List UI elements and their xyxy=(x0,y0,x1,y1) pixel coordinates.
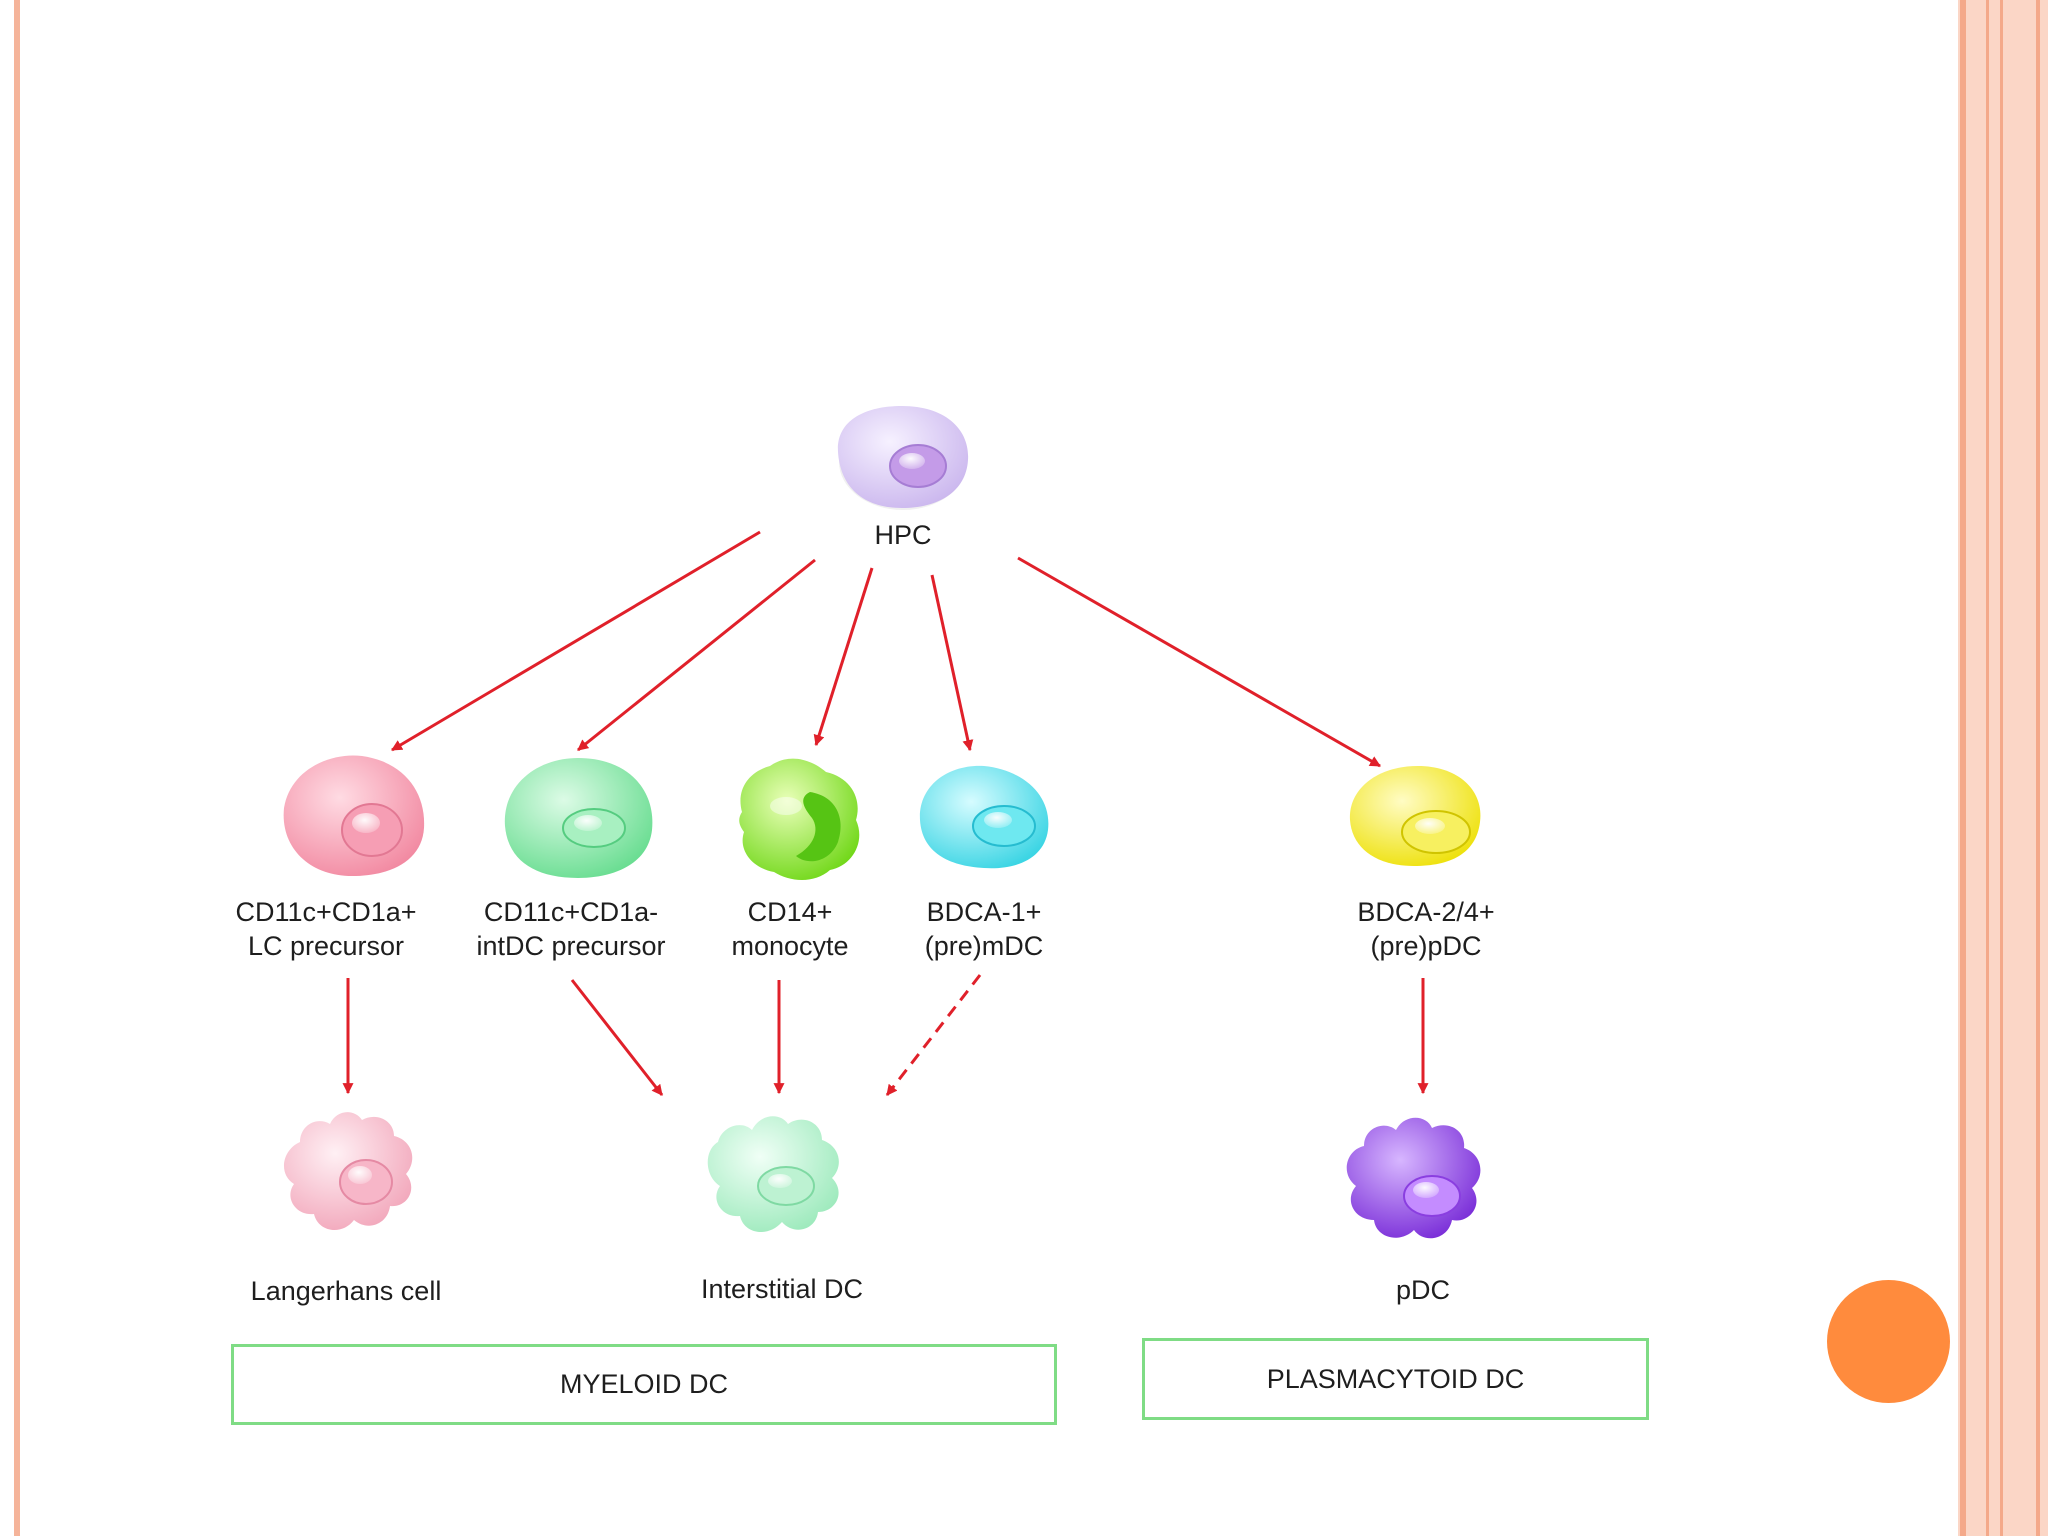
lc-precursor-name: LC precursor xyxy=(247,931,405,961)
arrow-intdc-to-interstitial xyxy=(570,979,664,1096)
right-border-line-4 xyxy=(2036,0,2040,1536)
right-border-band xyxy=(1958,0,2048,1536)
pre-pdc-name: (pre)pDC xyxy=(1370,931,1482,961)
interstitial-dc-cell-icon xyxy=(707,1116,839,1233)
pdc-label: pDC xyxy=(1395,1275,1451,1305)
pre-mdc-label: BDCA-1+ (pre)mDC xyxy=(925,895,1044,963)
arrow-hpc-to-lc-precursor xyxy=(391,530,761,752)
pre-pdc-cell-icon xyxy=(1349,766,1481,866)
arrows-from-hpc xyxy=(391,530,1381,768)
accent-dot xyxy=(1827,1280,1950,1403)
hpc-label: HPC xyxy=(874,520,932,550)
arrow-mdc-to-interstitial-dashed xyxy=(885,974,982,1096)
monocyte-label: CD14+ monocyte xyxy=(731,895,848,963)
right-border-line-1 xyxy=(1960,0,1966,1536)
arrow-hpc-to-intdc-precursor xyxy=(577,558,816,752)
arrows-to-mature-cells xyxy=(342,974,1429,1096)
arrow-hpc-to-pre-pdc xyxy=(1017,556,1381,768)
intdc-precursor-name: intDC precursor xyxy=(476,931,666,961)
lc-precursor-marker: CD11c+CD1a+ xyxy=(235,897,417,927)
interstitial-dc-label: Interstitial DC xyxy=(700,1274,864,1304)
plasmacytoid-dc-group: PLASMACYTOID DC xyxy=(1142,1338,1649,1420)
myeloid-dc-group: MYELOID DC xyxy=(231,1344,1057,1425)
plasmacytoid-dc-group-label: PLASMACYTOID DC xyxy=(1266,1363,1525,1394)
pre-mdc-cell-icon xyxy=(919,765,1049,869)
pdc-cell-icon xyxy=(1346,1117,1481,1239)
monocyte-marker: CD14+ xyxy=(747,897,833,927)
pre-mdc-marker: BDCA-1+ xyxy=(926,897,1042,927)
lc-precursor-cell-icon xyxy=(283,755,425,876)
monocyte-cell-icon xyxy=(739,758,860,880)
intdc-precursor-marker: CD11c+CD1a- xyxy=(483,897,659,927)
langerhans-label: Langerhans cell xyxy=(250,1276,442,1306)
hpc-cell-icon xyxy=(837,406,969,510)
pre-mdc-name: (pre)mDC xyxy=(924,931,1044,961)
intdc-precursor-label: CD11c+CD1a- intDC precursor xyxy=(476,895,665,963)
arrow-hpc-to-monocyte xyxy=(813,567,874,747)
right-border-line-3 xyxy=(2000,0,2003,1536)
right-border-line-2 xyxy=(1986,0,1989,1536)
pre-pdc-marker: BDCA-2/4+ xyxy=(1357,897,1495,927)
left-border xyxy=(14,0,20,1536)
lc-precursor-label: CD11c+CD1a+ LC precursor xyxy=(235,895,416,963)
intdc-precursor-cell-icon xyxy=(504,758,653,878)
monocyte-name: monocyte xyxy=(731,931,849,961)
pre-pdc-label: BDCA-2/4+ (pre)pDC xyxy=(1357,895,1494,963)
arrow-hpc-to-pre-mdc xyxy=(930,574,974,752)
langerhans-cell-icon xyxy=(283,1112,413,1231)
myeloid-dc-group-label: MYELOID DC xyxy=(559,1369,729,1399)
